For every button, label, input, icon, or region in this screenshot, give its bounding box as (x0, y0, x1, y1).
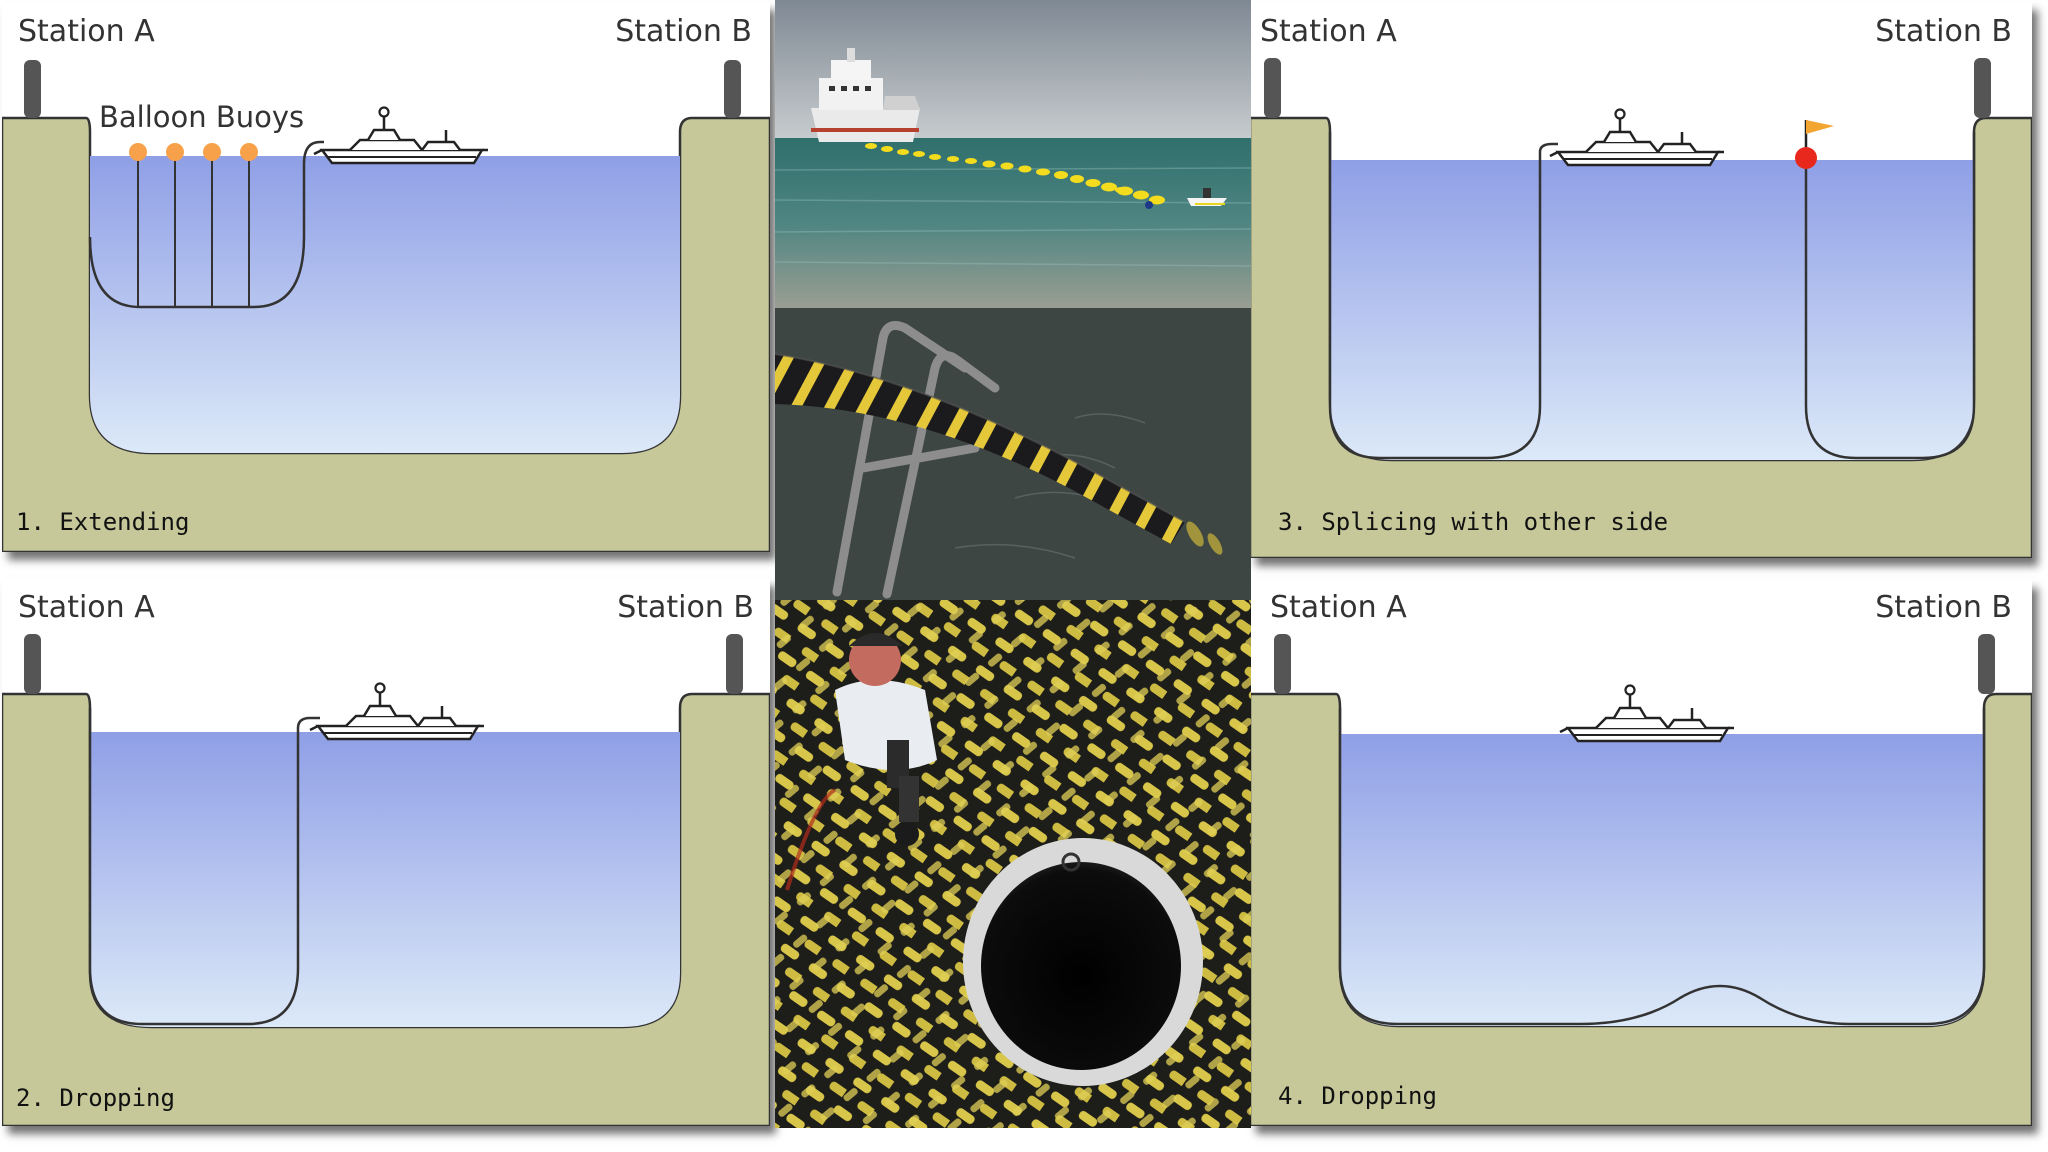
cable-tank-icon (963, 838, 1203, 1086)
station-b-label: Station B (1875, 590, 2012, 625)
diver-icon (1145, 201, 1153, 209)
ladder-icon (832, 321, 1000, 599)
panel-caption: 3. Splicing with other side (1278, 508, 1669, 536)
worker-figure-icon (835, 633, 937, 846)
station-b-label: Station B (617, 590, 754, 625)
station-b-label: Station B (1875, 14, 2012, 49)
diagram-panel-dropping: Station A Station B 2. Dropping (2, 578, 770, 1126)
station-a-label: Station A (1260, 14, 1397, 49)
ship-icon (811, 48, 920, 142)
cable-over-ladder-photo (775, 308, 1251, 600)
panel-caption: 2. Dropping (16, 1084, 175, 1112)
station-b-label: Station B (615, 14, 752, 49)
diagram-panel-splicing: Station A Station B 3. Splicing with oth… (1250, 2, 2032, 558)
diagram-panel-extending: Station A Station B Balloon Buoys 1. Ext… (2, 2, 770, 552)
station-a-label: Station A (18, 14, 155, 49)
station-a-label: Station A (1270, 590, 1407, 625)
coiled-cable-tank-photo (775, 600, 1251, 1128)
buoy-line-icon (865, 143, 1165, 205)
diagram-panel-dropping-final: Station A Station B 4. Dropping (1250, 580, 2032, 1126)
cable-laying-ship-photo (775, 0, 1251, 308)
cable-icon (775, 353, 1223, 555)
panel-caption: 4. Dropping (1278, 1082, 1437, 1110)
jet-ski-icon (1187, 188, 1227, 206)
marker-buoy-icon (1795, 120, 1834, 169)
balloon-buoys-label: Balloon Buoys (99, 100, 305, 134)
panel-caption: 1. Extending (16, 508, 190, 536)
station-a-label: Station A (18, 590, 155, 625)
